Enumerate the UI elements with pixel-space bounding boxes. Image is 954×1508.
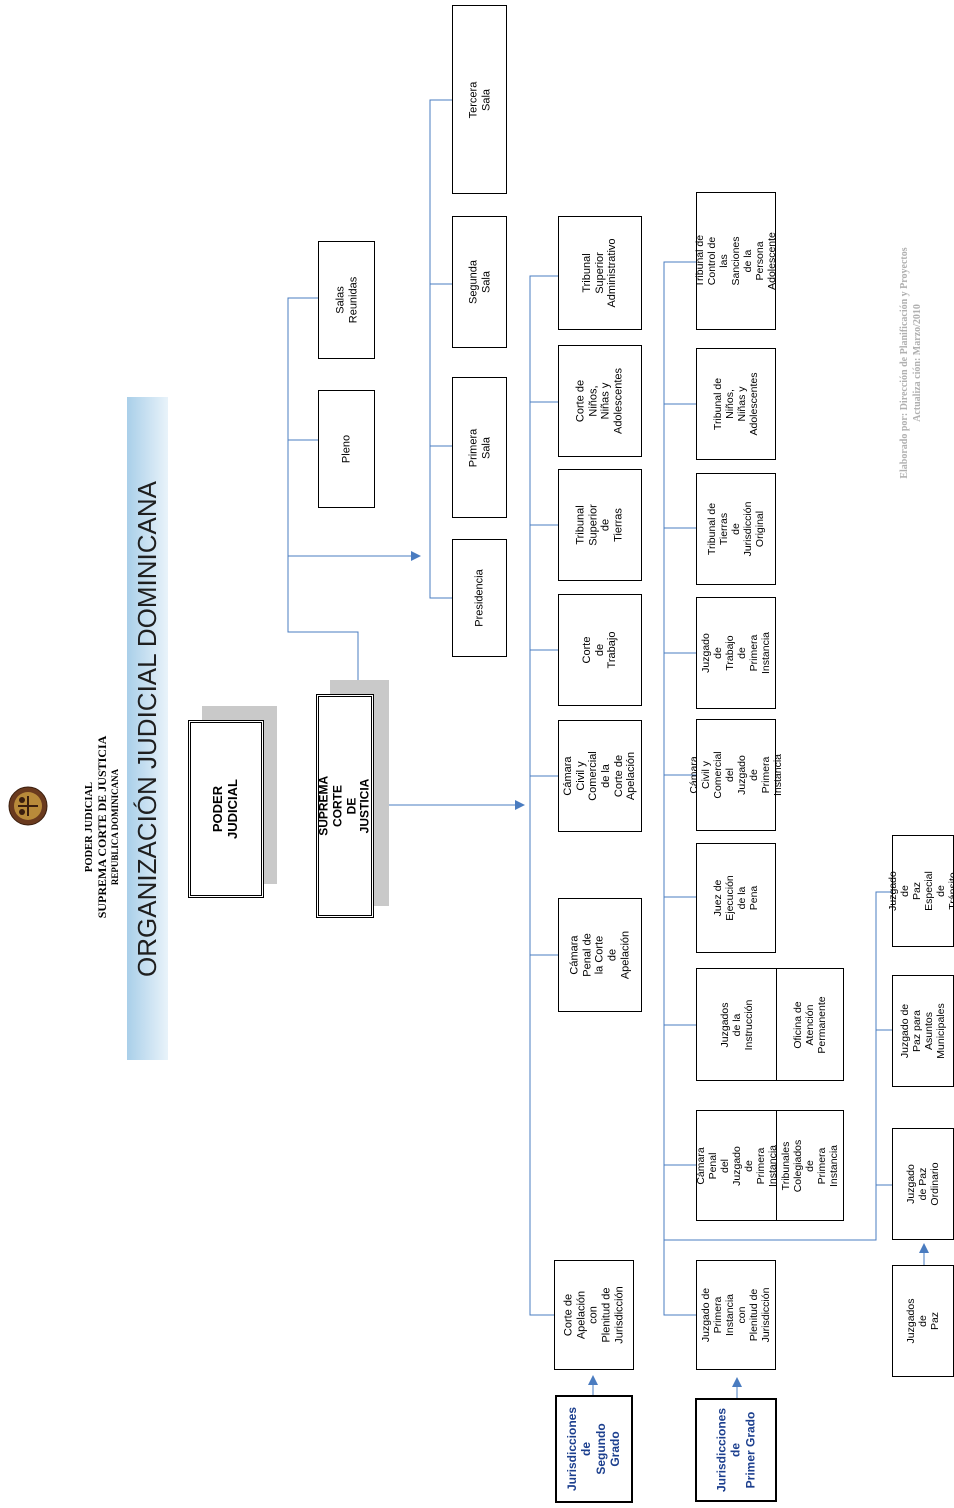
juzgados-paz-label: Juzgados de Paz: [904, 1298, 942, 1344]
corte-ninos-label: Corte de Niños, Niñas y Adolescentes: [574, 367, 625, 435]
tribunales-colegiados-label: Tribunales Colegiados de Primera Instanc…: [779, 1139, 841, 1192]
camara-civil-apelacion-label: Cámara Civil y Comercial de la Corte de …: [562, 751, 638, 801]
camara-civil-primera-label: Cámara Civil y Comercial del Juzgado de …: [687, 751, 785, 799]
tribunal-superior-tierras-label: Tribunal Superior de Tierras: [574, 504, 625, 546]
primer-grado-label: Jurisdicciones de Primer Grado: [714, 1407, 758, 1493]
salas-reunidas-label: Salas Reunidas: [333, 276, 359, 324]
corte-apelacion-plenitud-label: Corte de Apelación con Plenitud de Juris…: [562, 1286, 625, 1344]
connector-primer-spine: [663, 261, 696, 1316]
suprema-corte-label: SUPREMA CORTE DE JUSTICIA: [316, 775, 372, 836]
primera-sala-box: Primera Sala: [452, 377, 507, 518]
footer-line1: Elaborado por: Dirección de Planificació…: [899, 246, 910, 479]
tribunal-ninos-label: Tribunal de Niños, Niñas y Adolescentes: [711, 372, 761, 436]
juzgado-trabajo-label: Juzgado de Trabajo de Primera Instancia: [699, 631, 773, 675]
tribunal-superior-tierras-box: Tribunal Superior de Tierras: [558, 469, 642, 581]
corte-ninos-box: Corte de Niños, Niñas y Adolescentes: [558, 345, 642, 457]
poder-judicial-label: PODER JUDICIAL: [210, 779, 240, 839]
tercera-sala-label: Tercera Sala: [466, 81, 492, 118]
instruccion-group-box: Juzgados de la Instrucción Oficina de At…: [696, 968, 844, 1081]
header-line2: SUPREMA CORTE DE JUSTICIA: [94, 735, 109, 919]
footer-note: Elaborado por: Dirección de Planificació…: [894, 175, 928, 550]
camara-civil-primera-box: Cámara Civil y Comercial del Juzgado de …: [688, 719, 784, 831]
segunda-sala-label: Segunda Sala: [466, 259, 492, 305]
scales-of-justice-logo: [8, 786, 48, 826]
camara-penal-primera-label: Cámara Penal del Juzgado de Primera Inst…: [694, 1144, 779, 1187]
juez-ejecucion-label: Juez de Ejecución de la Pena: [711, 875, 761, 921]
juzgado-primera-plenitud-box: Juzgado de Primera Instancia con Plenitu…: [696, 1260, 776, 1370]
juzgados-paz-box: Juzgados de Paz: [892, 1265, 954, 1377]
suprema-corte-box: SUPREMA CORTE DE JUSTICIA: [316, 694, 374, 918]
tribunal-superior-administrativo-box: Tribunal Superior Administrativo: [558, 216, 642, 330]
juzgado-paz-transito-box: Juzgado de Paz Especial de Tránsito: [887, 835, 954, 947]
primera-sala-label: Primera Sala: [466, 428, 492, 467]
connector-paz: [664, 891, 892, 1241]
juzgado-paz-municipales-box: Juzgado de Paz para Asuntos Municipales: [892, 975, 954, 1087]
title-banner: ORGANIZACIÓN JUDICIAL DOMINICANA: [127, 397, 168, 1060]
connector-salas: [429, 99, 452, 599]
segundo-grado-label-box: Jurisdicciones de Segundo Grado: [555, 1395, 633, 1503]
oficina-atencion-cell: Oficina de Atención Permanente: [777, 969, 843, 1080]
tribunal-control-sanciones-box: Tribunal de Control de las Sanciones de …: [693, 192, 779, 330]
corte-apelacion-plenitud-box: Corte de Apelación con Plenitud de Juris…: [554, 1260, 634, 1370]
segundo-grado-label: Jurisdicciones de Segundo Grado: [565, 1406, 623, 1492]
camara-penal-group-box: Cámara Penal del Juzgado de Primera Inst…: [694, 1110, 844, 1221]
juzgado-trabajo-box: Juzgado de Trabajo de Primera Instancia: [696, 597, 776, 709]
camara-penal-apelacion-label: Cámara Penal de la Corte de Apelación: [568, 930, 631, 980]
header: PODER JUDICIAL SUPREMA CORTE DE JUSTICIA…: [70, 736, 134, 919]
juzgado-paz-ordinario-label: Juzgado de Paz Ordinario: [904, 1162, 942, 1206]
tribunal-tierras-original-label: Tribunal de Tierras de Jurisdicción Orig…: [705, 501, 767, 557]
juzgado-paz-municipales-label: Juzgado de Paz para Asuntos Municipales: [898, 1003, 948, 1059]
connector-segundo-spine: [529, 275, 558, 1316]
tercera-sala-box: Tercera Sala: [452, 5, 507, 194]
page-title: ORGANIZACIÓN JUDICIAL DOMINICANA: [131, 480, 162, 977]
camara-penal-apelacion-box: Cámara Penal de la Corte de Apelación: [558, 898, 642, 1012]
corte-trabajo-label: Corte de Trabajo: [581, 631, 619, 669]
presidencia-box: Presidencia: [452, 539, 507, 657]
camara-civil-apelacion-box: Cámara Civil y Comercial de la Corte de …: [558, 720, 642, 832]
juzgado-paz-transito-label: Juzgado de Paz Especial de Tránsito: [886, 871, 954, 911]
oficina-atencion-label: Oficina de Atención Permanente: [791, 995, 829, 1054]
corte-trabajo-box: Corte de Trabajo: [558, 594, 642, 706]
footer-line2: Actualiza ción: Marzo/2010: [912, 303, 923, 422]
salas-reunidas-box: Salas Reunidas: [318, 241, 375, 359]
segunda-sala-box: Segunda Sala: [452, 216, 507, 348]
pleno-box: Pleno: [318, 390, 375, 508]
tribunales-colegiados-cell: Tribunales Colegiados de Primera Instanc…: [777, 1111, 843, 1220]
primer-grado-label-box: Jurisdicciones de Primer Grado: [695, 1398, 777, 1502]
connector-scj-bodies: [287, 297, 359, 690]
presidencia-label: Presidencia: [473, 569, 486, 627]
juzgado-primera-plenitud-label: Juzgado de Primera Instancia con Plenitu…: [699, 1287, 773, 1343]
poder-judicial-box: PODER JUDICIAL: [188, 720, 264, 898]
camara-penal-primera-cell: Cámara Penal del Juzgado de Primera Inst…: [694, 1111, 779, 1220]
pleno-label: Pleno: [340, 434, 353, 464]
juez-ejecucion-box: Juez de Ejecución de la Pena: [696, 843, 776, 953]
header-line3: REPUBLICA DOMINICANA: [109, 768, 120, 886]
juzgados-instruccion-label: Juzgados de la Instrucción: [718, 999, 755, 1050]
tribunal-control-sanciones-label: Tribunal de Control de las Sanciones de …: [693, 232, 779, 290]
tribunal-ninos-box: Tribunal de Niños, Niñas y Adolescentes: [696, 348, 776, 460]
tribunal-superior-administrativo-label: Tribunal Superior Administrativo: [581, 238, 619, 308]
juzgado-paz-ordinario-box: Juzgado de Paz Ordinario: [892, 1128, 954, 1240]
tribunal-tierras-original-box: Tribunal de Tierras de Jurisdicción Orig…: [696, 473, 776, 585]
juzgados-instruccion-cell: Juzgados de la Instrucción: [697, 969, 777, 1080]
